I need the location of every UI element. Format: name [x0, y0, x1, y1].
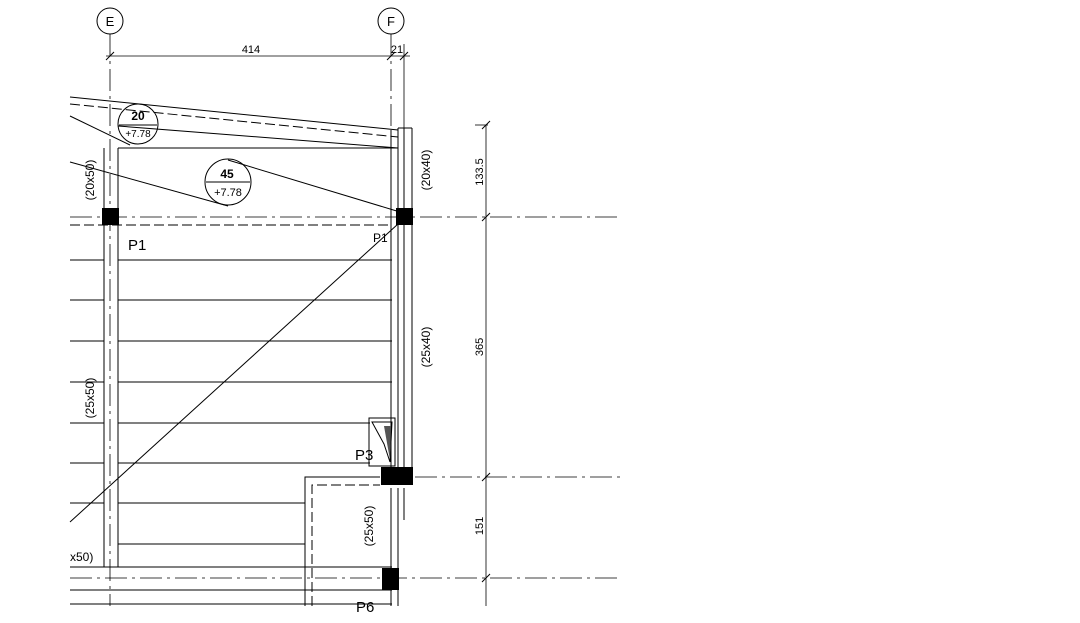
dimension-top-small: 21 — [391, 44, 403, 56]
column-p1-right — [396, 208, 413, 225]
column-p6 — [382, 568, 399, 590]
roof-line-top — [69, 96, 399, 131]
level-marker-1: 20 +7.78 — [117, 103, 159, 145]
dimension-top-span: 414 — [242, 44, 260, 56]
column-p3 — [381, 467, 413, 485]
outline-solid — [304, 476, 380, 606]
level-marker-bottom: +7.78 — [125, 129, 151, 140]
top-dimension: 414 21 — [105, 44, 410, 140]
pillar-label-p6: P6 — [356, 599, 374, 616]
level-marker-bottom: +7.78 — [214, 187, 242, 199]
roof-diagonal-a — [69, 161, 229, 207]
beam-label-upper-left: (20x50) — [83, 160, 97, 201]
dim-tick — [481, 212, 491, 222]
p3-detail-shape — [371, 421, 393, 463]
dim-tick — [481, 573, 491, 583]
diagonal-line — [69, 223, 399, 523]
level-marker-2: 45 +7.78 — [204, 158, 252, 206]
beam-f — [390, 127, 413, 606]
joist-lines — [70, 259, 392, 605]
beam-label-bottom-left: x50) — [70, 550, 93, 564]
p3-detail-fill — [384, 426, 391, 460]
dimension-right-upper: 133.5 — [474, 158, 486, 186]
axis-label-e: E — [106, 14, 115, 29]
axis-label-f: F — [387, 14, 395, 29]
pillar-label-p3: P3 — [355, 447, 373, 464]
p3-detail-box — [368, 417, 396, 467]
grid-axis-e: E — [96, 7, 124, 606]
sloped-roof-lines — [69, 96, 401, 213]
right-dimension: 133.5 365 151 — [474, 120, 491, 606]
p3-detail — [368, 417, 396, 467]
outline-dashed — [311, 484, 380, 606]
level-marker-circle — [204, 158, 252, 206]
roof-line-dashed — [69, 103, 399, 138]
dashed-outline-stair — [304, 476, 380, 606]
dim-tick — [105, 51, 115, 61]
beam-label-lower-mid: (25x50) — [362, 506, 376, 547]
roof-diagonal-b — [227, 159, 401, 213]
dim-tick — [386, 51, 396, 61]
beam-label-left-long: (25x50) — [83, 378, 97, 419]
column-p1 — [102, 208, 119, 225]
level-marker-top: 45 — [220, 167, 234, 181]
level-marker-circle — [117, 103, 159, 145]
roof-line-inner — [117, 125, 399, 149]
roof-line-left — [69, 115, 131, 146]
level-marker-top: 20 — [131, 109, 145, 123]
dimension-right-lower: 151 — [474, 517, 486, 535]
dimension-right-middle: 365 — [474, 338, 486, 356]
beam-label-right-long: (25x40) — [419, 327, 433, 368]
beam-label-upper-right: (20x40) — [419, 150, 433, 191]
grid-axis-f: F — [377, 7, 405, 140]
pillar-label-p1: P1 — [128, 237, 146, 254]
dim-tick — [481, 120, 491, 130]
pillar-label-p1-right: P1 — [373, 231, 388, 245]
